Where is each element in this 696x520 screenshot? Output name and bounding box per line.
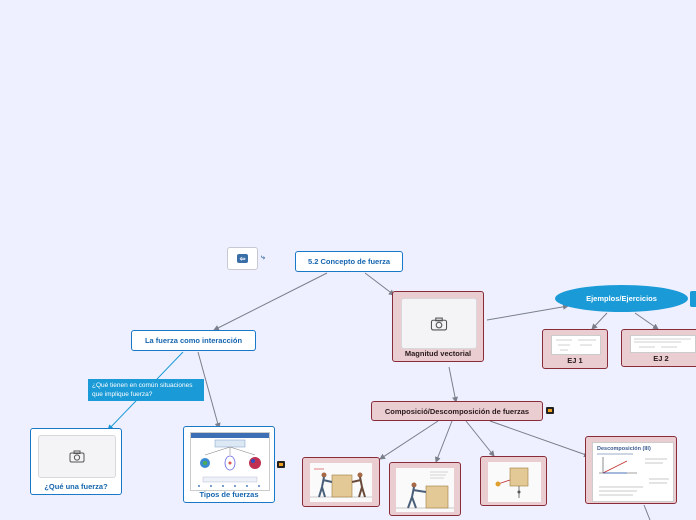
node-root[interactable]: 5.2 Concepto de fuerza bbox=[295, 251, 403, 272]
note-flag-icon[interactable] bbox=[277, 461, 285, 468]
node-vectorial[interactable]: Magnitud vectorial bbox=[392, 291, 484, 362]
edge-root-interaccion bbox=[213, 272, 328, 331]
tipos-fuerzas-image bbox=[190, 432, 270, 491]
edge-comp-img4 bbox=[489, 420, 590, 458]
camera-icon bbox=[69, 450, 85, 463]
node-que-fuerza-label: ¿Qué una fuerza? bbox=[44, 482, 108, 491]
image-placeholder bbox=[401, 298, 477, 349]
node-interaccion[interactable]: La fuerza como interacción bbox=[131, 330, 256, 351]
node-tipos[interactable]: Tipos de fuerzas bbox=[183, 426, 275, 503]
descomposicion-title: Descomposición (III) bbox=[597, 446, 651, 452]
note-flag-icon[interactable] bbox=[546, 407, 554, 414]
link-icon[interactable]: ⤷ bbox=[261, 254, 265, 261]
edge-interaccion-tipos bbox=[197, 351, 221, 429]
node-comp-img4[interactable]: Descomposición (III) bbox=[585, 436, 677, 504]
node-vectorial-label: Magnitud vectorial bbox=[404, 349, 472, 358]
ej1-image bbox=[551, 335, 601, 355]
node-comp-img3[interactable] bbox=[480, 456, 547, 506]
edge-ejemplos-ej2 bbox=[634, 312, 659, 330]
node-que-fuerza[interactable]: ¿Qué una fuerza? bbox=[30, 428, 122, 495]
node-ej1[interactable]: EJ 1 bbox=[542, 329, 608, 369]
descomposicion-image: Descomposición (III) bbox=[592, 442, 674, 502]
node-ej2-label: EJ 2 bbox=[653, 354, 669, 363]
camera-icon bbox=[430, 317, 448, 330]
edge-comp-img1 bbox=[379, 420, 439, 460]
node-comp-img1[interactable] bbox=[302, 457, 380, 507]
node-ej2[interactable]: EJ 2 bbox=[621, 329, 696, 367]
image-placeholder bbox=[38, 435, 116, 478]
edge-comp-img3 bbox=[465, 420, 495, 457]
push-box-image bbox=[310, 463, 372, 502]
back-arrow-icon: ⇦ bbox=[237, 254, 248, 263]
node-ej1-label: EJ 1 bbox=[567, 356, 583, 365]
edge-root-vectorial bbox=[364, 272, 395, 296]
edge-vectorial-composicion bbox=[448, 366, 458, 403]
callout-pregunta[interactable]: ¿Qué tienen en común situaciones que imp… bbox=[88, 379, 204, 401]
edge-comp-img2 bbox=[435, 420, 453, 463]
node-tipos-label: Tipos de fuerzas bbox=[199, 490, 259, 499]
hanging-block-image bbox=[488, 462, 541, 502]
node-ejemplos[interactable]: Ejemplos/Ejercicios bbox=[555, 285, 688, 312]
ejemplos-continuation bbox=[690, 291, 696, 307]
ej2-image bbox=[630, 335, 696, 353]
node-composicion[interactable]: Composició/Descomposición de fuerzas bbox=[371, 401, 543, 421]
push-box-image bbox=[396, 468, 454, 512]
edge-vectorial-ejemplos bbox=[486, 303, 569, 321]
node-comp-img2[interactable] bbox=[389, 462, 461, 516]
edge-img4-down bbox=[643, 504, 651, 520]
back-button[interactable]: ⇦ bbox=[227, 247, 258, 270]
edge-ejemplos-ej1 bbox=[591, 312, 608, 330]
